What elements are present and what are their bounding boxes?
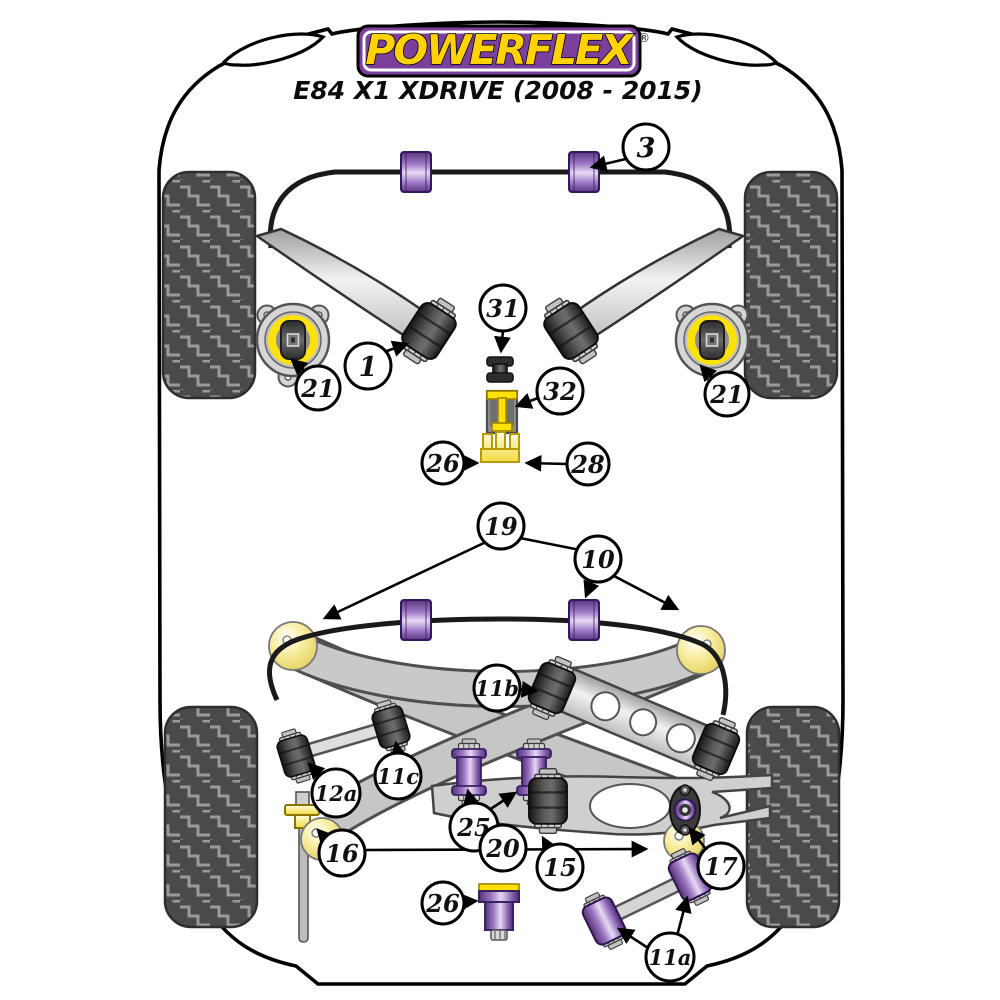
callouts: 3 1 21 21 31 32 26 28 (294, 122, 751, 983)
toe-link (577, 844, 717, 953)
callout-26-front: 26 (420, 440, 466, 486)
registered-mark-icon: ® (638, 31, 650, 45)
engine-mount-lower-insert (480, 431, 520, 463)
lower-arm-inner-bushing (529, 769, 567, 834)
tire-front-left (161, 170, 257, 400)
callout-26-front-label: 26 (425, 449, 460, 478)
callout-15: 15 (535, 842, 585, 892)
brand-name: POWERFLEX (365, 26, 635, 74)
callout-3: 3 (621, 122, 671, 172)
tires (161, 170, 841, 929)
callout-19-label: 19 (484, 512, 518, 541)
lower-arm-cutout (589, 783, 671, 829)
header: POWERFLEX ® E84 X1 XDRIVE (2008 - 2015) (293, 24, 703, 105)
callout-31-label: 31 (486, 294, 519, 323)
callout-10: 10 (573, 534, 623, 584)
callout-11a: 11a (644, 931, 696, 983)
brand-badge (356, 24, 642, 78)
callout-11a-label: 11a (649, 945, 692, 970)
steady-bar-bushing (486, 356, 514, 383)
callout-28-label: 28 (570, 450, 605, 479)
callout-11c: 11c (373, 751, 423, 801)
rear-arb-bushing-left (400, 599, 432, 641)
callout-10-label: 10 (581, 545, 615, 574)
headlight-right (674, 32, 778, 67)
callout-1-label: 1 (359, 352, 378, 383)
rear-arb-bushing-right (568, 599, 600, 641)
tire-rear-left (163, 705, 259, 929)
callout-31: 31 (478, 283, 528, 333)
callout-16: 16 (317, 828, 367, 878)
rear-anti-roll-bar (267, 616, 729, 716)
callout-11b: 11b (472, 663, 522, 713)
rear-arb-end-ball-right (676, 625, 726, 675)
callout-12a-label: 12a (315, 781, 358, 806)
callout-21-left: 21 (294, 364, 342, 412)
callout-3-label: 3 (637, 133, 656, 164)
callout-26-rear: 26 (420, 880, 466, 926)
callout-32: 32 (535, 366, 585, 416)
callout-20: 20 (478, 823, 528, 873)
callout-16-label: 16 (325, 839, 359, 868)
model-title: E84 X1 XDRIVE (2008 - 2015) (293, 76, 702, 105)
callout-21-right: 21 (703, 370, 751, 418)
tie-rod-link (273, 697, 413, 786)
callout-21-left-label: 21 (300, 374, 334, 403)
callout-12a: 12a (310, 767, 362, 819)
callout-20-label: 20 (485, 834, 520, 863)
front-arb-bushing-left (400, 151, 432, 193)
headlight-left (222, 32, 326, 67)
callout-32-label: 32 (543, 377, 576, 406)
callout-11c-label: 11c (377, 764, 419, 789)
callout-21-right-label: 21 (709, 380, 743, 409)
front-arb-bushing-right (568, 151, 600, 193)
callout-15-label: 15 (543, 853, 576, 882)
rear-arb-end-ball-left (268, 621, 318, 671)
gearbox-mount-insert (485, 389, 519, 435)
tire-front-right (743, 170, 839, 400)
callout-26-rear-label: 26 (425, 889, 460, 918)
front-suspension (257, 151, 748, 463)
front-anti-roll-bar (267, 169, 733, 249)
callout-1: 1 (343, 341, 393, 391)
jack-pad-insert (478, 883, 520, 941)
callout-19: 19 (476, 501, 526, 551)
callout-11b-label: 11b (475, 676, 519, 701)
callout-17: 17 (696, 841, 746, 891)
rear-suspension (267, 599, 774, 954)
callout-17-label: 17 (704, 852, 738, 881)
callout-28: 28 (565, 441, 611, 487)
